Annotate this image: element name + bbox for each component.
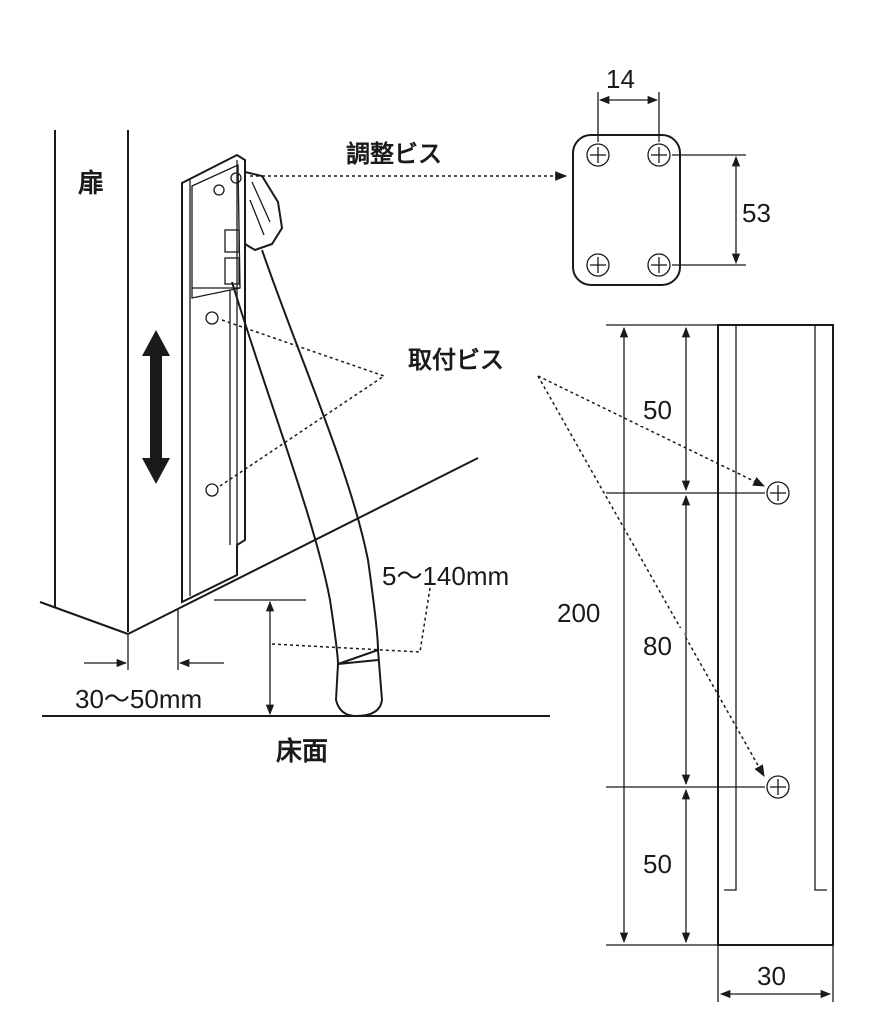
stroke-dimension — [214, 587, 431, 716]
adjust-direction-arrow — [142, 330, 170, 484]
bracket-width-label: 30 — [757, 961, 786, 991]
floor-label: 床面 — [276, 736, 328, 767]
mount-screw-lower-icon — [205, 483, 219, 497]
bracket-dimensions — [606, 324, 834, 1002]
mount-screw-leaders — [219, 319, 766, 778]
mount-bracket — [181, 153, 284, 604]
bracket-detail — [717, 324, 834, 946]
bracket-total-length-label: 200 — [557, 598, 600, 628]
stroke-range-label: 5～140mm — [382, 561, 509, 591]
bracket-hole-pitch-label: 80 — [643, 631, 672, 661]
mount-screw-upper-icon — [205, 311, 219, 325]
plate-pitch-h-label: 14 — [606, 64, 635, 94]
bracket-hole-upper-icon — [766, 481, 790, 505]
adjust-plate — [572, 134, 681, 286]
bracket-hole-lower-icon — [766, 775, 790, 799]
bracket-top-to-hole-label: 50 — [643, 395, 672, 425]
plate-pitch-h-dimension — [597, 92, 660, 142]
mount-screw-label: 取付ビス — [408, 346, 504, 374]
bracket-hole-to-bottom-label: 50 — [643, 849, 672, 879]
offset-range-label: 30～50mm — [75, 684, 202, 714]
offset-dimension — [84, 608, 224, 670]
plate-screw-icon — [586, 143, 610, 167]
door-label: 扉 — [78, 169, 104, 199]
plate-pitch-v-dimension — [672, 154, 746, 266]
plate-pitch-v-label: 53 — [742, 198, 771, 228]
plate-screw-icon — [586, 253, 610, 277]
plate-screw-icon — [647, 143, 671, 167]
door — [39, 130, 479, 635]
adjust-screw-label: 調整ビス — [346, 140, 442, 168]
plate-screw-icon — [647, 253, 671, 277]
stopper-arm — [231, 249, 384, 718]
